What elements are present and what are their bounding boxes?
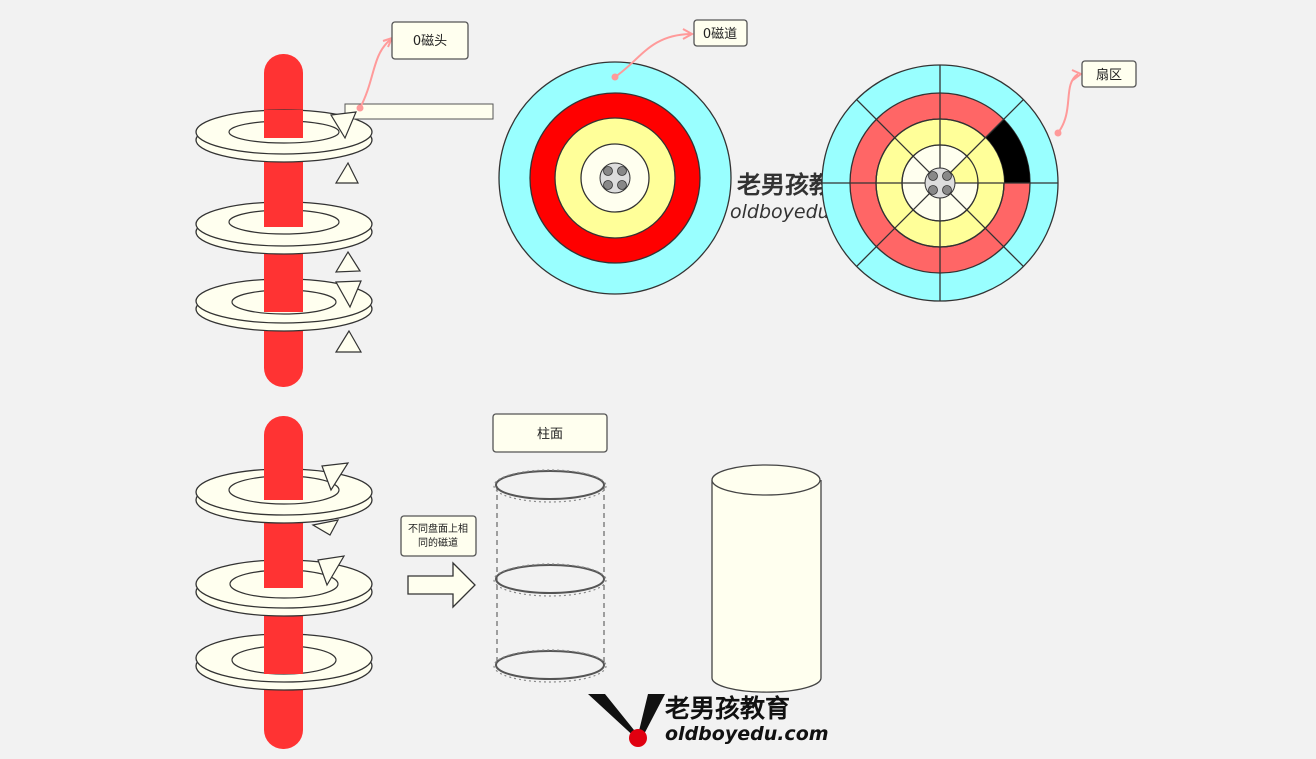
connector-dot [611,73,619,81]
sector-label-box: 扇区 [1081,60,1137,88]
disk-stack-bottom [195,416,373,749]
watermark-en: oldboyedu.com [665,723,829,745]
connector-line [359,39,391,109]
arrow-icon [682,28,695,40]
platter [195,109,373,163]
watermark-en-partial: oldboyedu [730,201,830,223]
read-write-head [311,519,340,536]
cylinder-label: 柱面 [537,427,563,442]
head0-label: 0磁头 [413,34,447,49]
connector-dot [356,104,364,112]
read-write-head [334,280,362,309]
track-cylinder [493,469,607,683]
read-write-head [330,111,357,140]
sector-label: 扇区 [1096,67,1122,83]
logo-v-icon [588,694,665,742]
read-write-head [317,555,346,587]
watermark-cn: 老男孩教育 [665,694,790,723]
disk-stack-top [195,54,494,387]
connector-line [614,33,691,78]
solid-cylinder [711,464,822,693]
read-write-head [334,329,363,353]
same-track-label-line1: 不同盘面上相 [408,522,468,535]
arrow-icon [1071,69,1083,81]
logo-dot-icon [629,729,647,747]
watermark-cn-partial: 老男孩教 [737,171,834,199]
sector-disk [821,64,1059,302]
platter [195,630,373,691]
connector-line [1057,73,1079,134]
platter [195,276,373,332]
watermark-faint: 老男孩教 oldboyedu [730,171,834,223]
right-arrow-icon [407,561,476,609]
track0-label: 0磁道 [703,27,737,42]
platter [195,556,373,617]
head0-label-box: 0磁头 [391,21,469,60]
read-write-head [321,462,350,492]
read-write-head [334,161,359,184]
same-track-label-line2: 同的磁道 [418,536,458,549]
track-disk [498,61,732,295]
watermark-logo: 老男孩教育 oldboyedu.com [588,694,829,747]
cylinder-label-box: 柱面 [492,413,608,453]
same-track-label-box: 不同盘面上相 同的磁道 [400,515,477,557]
read-write-head [334,250,362,273]
head-arm [344,103,494,120]
track0-label-box: 0磁道 [693,19,748,47]
connector-dot [1054,129,1062,137]
platter [195,196,373,255]
platter [195,466,373,524]
